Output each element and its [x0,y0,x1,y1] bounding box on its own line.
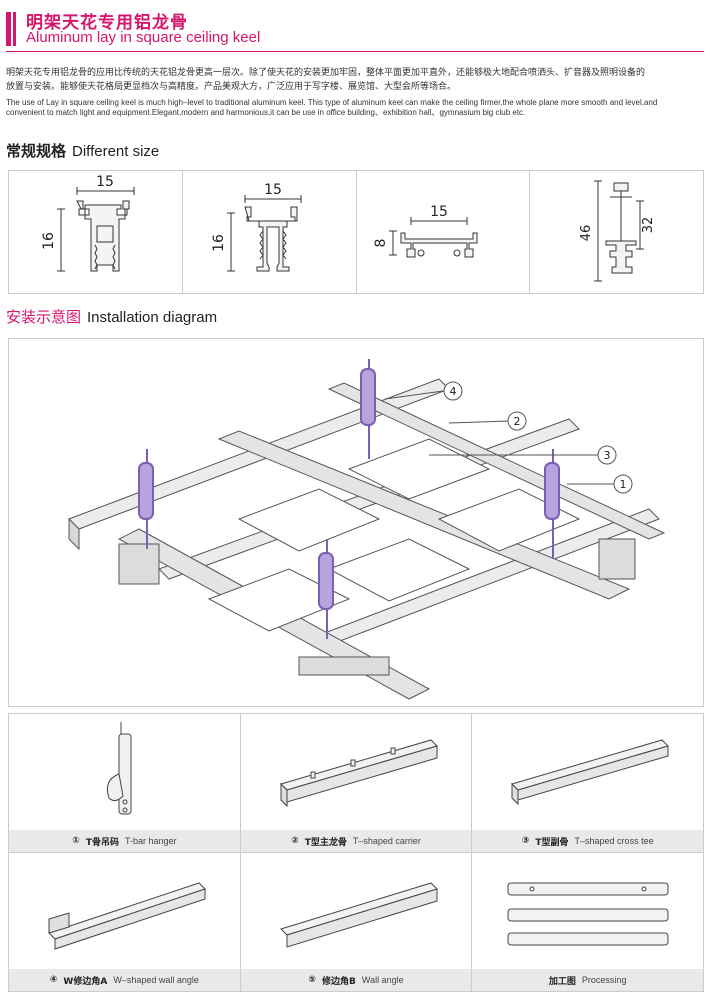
part-cn-1: T骨吊码 [85,837,119,848]
intro-cn-line1: 明架天花专用铝龙骨的应用比传统的天花铝龙骨更高一层次。除了使天花的安装更加牢固，… [6,68,646,78]
part-cell-carrier: ② T型主龙骨 T–shaped carrier [240,714,473,852]
sizes-heading: 常规规格 Different size [6,140,159,161]
t-bar-hanger-drawing [106,722,132,815]
parts-row-1: ① T骨吊码 T-bar hanger ② T型主龙骨 T–shaped carrier [9,714,704,852]
header-divider [6,51,704,52]
part-caption-cross-tee: ③ T型副骨 T–shaped cross tee [472,830,704,852]
install-heading: 安装示意图 Installation diagram [6,306,217,327]
part-caption-w-angle: ④ W修边角A W–shaped wall angle [9,969,240,991]
profile-3-width: 15 [430,204,448,220]
sizes-table: 15 16 15 16 [8,170,704,294]
profile-4-total: 46 [579,225,594,242]
header-accent-bar [6,12,11,46]
page-title-cn: 明架天花专用铝龙骨 [26,13,188,33]
part-cell-hanger: ① T骨吊码 T-bar hanger [9,714,241,852]
profile-4-part: 32 [641,217,656,234]
part-caption-wall-angle: ⑤ 修边角B Wall angle [240,969,472,991]
installation-diagram: 4 2 3 1 [8,338,704,707]
profile-1-width: 15 [96,174,114,190]
intro-en-line2: convenient to match light and equipment.… [6,108,526,117]
intro-text-cn: 明架天花专用铝龙骨的应用比传统的天花铝龙骨更高一层次。除了使天花的安装更加牢固，… [6,66,706,94]
processing-drawing [507,882,669,946]
part-en-4: W–shaped wall angle [113,975,199,985]
part-cn-2: T型主龙骨 [304,837,347,848]
profile-1-height: 16 [41,232,57,250]
parts-grid: ① T骨吊码 T-bar hanger ② T型主龙骨 T–shaped carrier [8,713,704,992]
page-title-en: Aluminum lay in square ceiling keel [26,29,261,46]
part-num-3: ③ [521,836,530,846]
profile-2-width: 15 [264,182,282,198]
part-num-5: ⑤ [308,975,317,985]
install-heading-en: Installation diagram [87,309,218,326]
t-cross-tee-drawing [511,739,670,806]
intro-text-en: The use of Lay in square ceiling keel is… [6,98,706,118]
part-en-2: T–shaped carrier [352,836,421,846]
part-caption-processing: 加工图 Processing [472,969,704,991]
wall-angle-drawing [279,882,438,948]
callout-4: 4 [450,385,457,398]
part-cell-processing: 加工图 Processing [472,853,704,991]
part-cell-cross-tee: ③ T型副骨 T–shaped cross tee [472,714,704,852]
part-num-4: ④ [49,975,58,985]
install-heading-cn: 安装示意图 [6,308,82,326]
part-en-1: T-bar hanger [124,836,177,846]
callout-2: 2 [514,415,521,428]
profile-cell-2: 15 16 [183,171,357,293]
profile-drawing-3: 15 8 [373,204,477,258]
part-cell-wall-angle: ⑤ 修边角B Wall angle [240,853,473,991]
part-en-6: Processing [581,975,627,985]
part-num-1: ① [72,836,80,846]
profile-2-height: 16 [211,234,227,252]
part-en-5: Wall angle [361,975,404,985]
callout-1: 1 [620,478,627,491]
installation-drawing: 4 2 3 1 [68,359,666,700]
intro-cn-line2: 放置与安装。能够使天花格局更显档次与高精度。产品美观大方，广泛应用于写字楼、展览… [6,82,457,92]
part-en-3: T–shaped cross tee [574,836,654,846]
part-num-2: ② [291,836,299,846]
intro-en-line1: The use of Lay in square ceiling keel is… [6,98,658,107]
part-cn-3: T型副骨 [535,837,569,848]
profile-drawing-1: 15 16 [41,174,135,272]
profile-cell-1: 15 16 [9,171,183,293]
profile-drawing-4: 46 32 [579,180,656,282]
parts-row-2: ④ W修边角A W–shaped wall angle ⑤ 修边角B Wall angl… [9,852,704,991]
part-caption-hanger: ① T骨吊码 T-bar hanger [9,830,240,852]
part-cn-6: 加工图 [548,976,576,987]
t-carrier-drawing [279,739,438,808]
part-cn-5: 修边角B [322,976,356,987]
sizes-heading-cn: 常规规格 [6,142,67,160]
profile-cell-4: 46 32 [530,171,703,293]
header-accent-bar-thin [13,12,16,46]
part-cn-4: W修边角A [63,976,108,987]
profile-cell-3: 15 8 [357,171,531,293]
part-caption-carrier: ② T型主龙骨 T–shaped carrier [240,830,472,852]
w-wall-angle-drawing [48,882,206,950]
callout-3: 3 [604,449,611,462]
profile-drawing-2: 15 16 [211,182,302,272]
sizes-heading-en: Different size [72,143,160,160]
part-cell-w-angle: ④ W修边角A W–shaped wall angle [9,853,241,991]
profile-3-height: 8 [373,239,389,248]
